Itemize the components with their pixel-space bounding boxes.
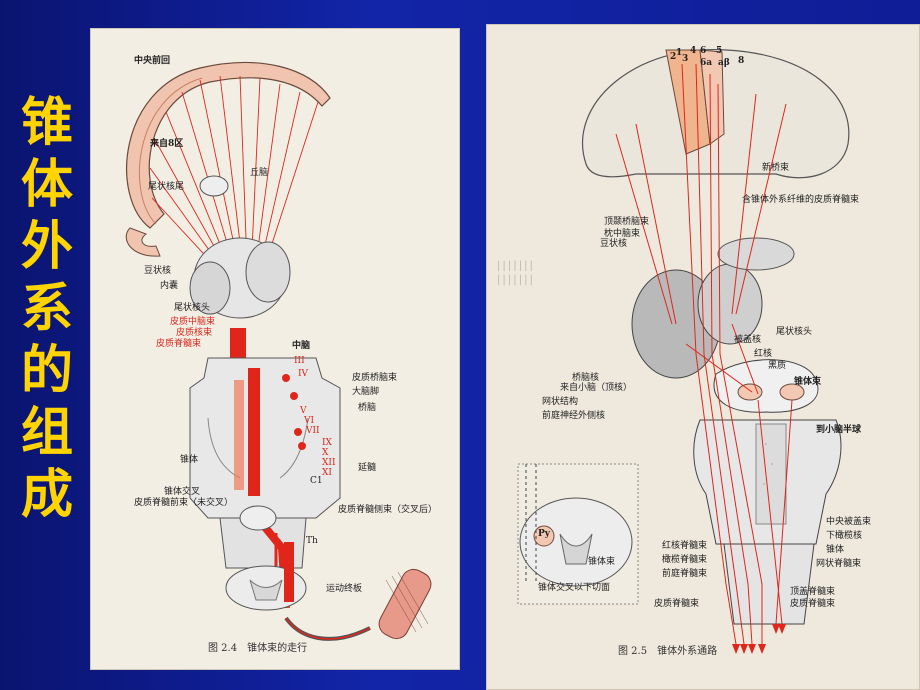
label-reticular: 网状结构 (542, 397, 579, 407)
label-th: Th (306, 536, 318, 546)
slide-title: 锥 体 外 系 的 组 成 (12, 92, 82, 526)
figure-caption-right: 图 2.5 锥体外系通路 (618, 646, 718, 657)
area-number-5: 5 (716, 46, 723, 56)
label-corticomesencephalic: 皮质中脑束 (170, 317, 216, 327)
pyramidal-tract-figure: 中央前回 来自8区 尾状核尾 丘脑 豆状核 内囊 尾状核头 皮质中脑束 皮质核束… (90, 28, 460, 670)
label-pyramidal-decussation: 锥体交叉 (164, 487, 201, 497)
label-n4: IV (298, 369, 309, 379)
label-cerebral-peduncle: 大脑脚 (352, 387, 380, 397)
extrapyramidal-illustration (517, 49, 850, 654)
area-number-8: 8 (738, 56, 745, 66)
label-occipital-tract: 枕中脑束 (604, 229, 641, 239)
area-number-6: 6 (700, 46, 707, 56)
label-n10: X (322, 448, 329, 458)
title-char: 组 (20, 403, 73, 463)
area-number-ab: aβ (718, 58, 730, 68)
area-number-4: 4 (690, 46, 697, 56)
label-vestibulospinal: 前庭脊髓束 (662, 569, 708, 579)
label-extrapyramidal-fibers: 含锥体外系纤维的皮质脊髓束 (742, 195, 860, 205)
label-lateral-tract: 皮质脊髓侧束（交叉后） (338, 505, 438, 515)
extrapyramidal-figure: ││││││││││││││ (486, 24, 920, 690)
label-corticopontine: 皮质桥脑束 (352, 373, 398, 383)
label-central-gyrus: 中央前回 (134, 56, 171, 66)
label-internal-capsule: 内囊 (160, 281, 179, 291)
label-substantia-nigra: 黑质 (768, 361, 787, 371)
label-new-tract: 新桥束 (762, 163, 790, 173)
label-rubrospinal: 红核脊髓束 (662, 541, 708, 551)
title-char: 外 (20, 217, 73, 277)
figure-caption-left: 图 2.4 锥体束的走行 (208, 643, 308, 654)
label-to-cerebellum: 到小脑半球 (816, 425, 862, 435)
label-corticospinal-lateral: 皮质脊髓束 (654, 599, 700, 609)
label-pons: 桥脑 (358, 403, 377, 413)
label-inferior-olive: 下橄榄核 (826, 531, 863, 541)
label-pontine-tract: 顶颞桥脑束 (604, 217, 650, 227)
title-char: 锥 (20, 93, 73, 153)
label-cross-section: 锥体交叉以下切面 (538, 583, 611, 593)
label-n3: III (294, 356, 305, 366)
label-n11: XI (322, 468, 332, 478)
label-thalamus: 丘脑 (250, 168, 269, 178)
label-midbrain: 中脑 (292, 341, 311, 351)
label-caudate-tail: 尾状核尾 (148, 182, 185, 192)
label-c1: C1 (310, 476, 323, 486)
label-from-cerebellum: 来自小脑（顶核） (560, 383, 633, 393)
label-reticulospinal: 网状脊髓束 (816, 559, 862, 569)
label-tectospinal: 顶盖脊髓束 (790, 587, 836, 597)
title-char: 体 (20, 155, 73, 215)
label-olivospinal: 橄榄脊髓束 (662, 555, 708, 565)
label-central-tegmental: 中央被盖束 (826, 517, 872, 527)
label-n9: IX (322, 438, 332, 448)
label-n6: VI (304, 416, 315, 426)
label-red-nucleus: 红核 (754, 349, 773, 359)
label-pyramid-bundle: 锥体束 (794, 377, 822, 387)
label-caudate-head: 尾状核头 (174, 303, 211, 313)
label-n5: V (300, 406, 307, 416)
label-pontine-nucleus: 桥脑核 (572, 373, 600, 383)
label-py: Py (538, 529, 550, 539)
title-char: 系 (20, 279, 73, 339)
area-number-1: 1 (676, 48, 683, 58)
label-vestibular-lateral: 前庭神经外侧核 (542, 411, 606, 421)
label-n7: VII (306, 426, 320, 436)
pyramidal-tract-illustration (125, 62, 432, 641)
label-tegmental: 被盖核 (734, 335, 762, 345)
label-pyramid: 锥体 (180, 455, 199, 465)
label-pyramid-small: 锥体束 (588, 557, 616, 567)
label-pyramid-right: 锥体 (826, 545, 845, 555)
area-number-3: 3 (682, 54, 689, 64)
title-char: 的 (20, 341, 73, 401)
label-from-area8: 来自8区 (150, 139, 184, 149)
label-corticospinal: 皮质脊髓束 (156, 339, 202, 349)
title-char: 成 (20, 465, 73, 525)
label-lentiform-right: 豆状核 (600, 239, 628, 249)
label-motor-end-plate: 运动终板 (326, 584, 363, 594)
label-anterior-tract: 皮质脊髓前束（未交叉） (134, 498, 234, 508)
label-corticobulbar: 皮质核束 (176, 328, 213, 338)
label-lentiform: 豆状核 (144, 266, 172, 276)
label-corticospinal-right: 皮质脊髓束 (790, 599, 836, 609)
label-medulla: 延髓 (358, 463, 377, 473)
area-number-6a: 6a (700, 58, 713, 68)
background-page-text: ││││││││││││││ (496, 262, 534, 286)
label-caudate-head-right: 尾状核头 (776, 327, 813, 337)
area-number-2: 2 (670, 52, 677, 62)
label-n12: XII (322, 458, 336, 468)
